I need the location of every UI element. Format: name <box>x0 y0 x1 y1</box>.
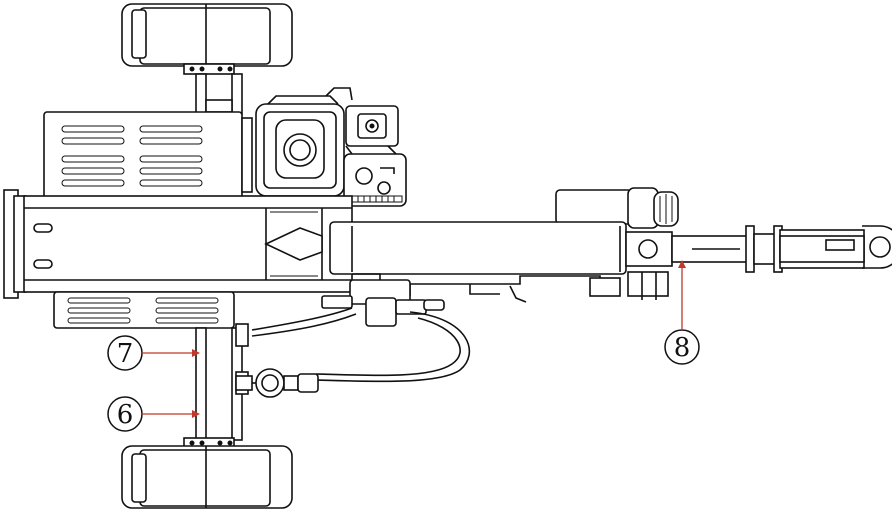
upper-wheel <box>121 3 293 75</box>
callout-8-arrowhead <box>678 260 686 268</box>
lower-linkage <box>352 271 669 303</box>
upper-axle <box>195 73 243 115</box>
callout-6-arrowhead <box>192 410 200 418</box>
callout-8: 8 <box>664 260 700 365</box>
boom-arm <box>329 187 892 275</box>
callout-6-label: 6 <box>117 400 134 430</box>
callout-7-arrowhead <box>192 349 200 357</box>
callout-6: 6 <box>107 396 200 432</box>
engine <box>255 87 407 207</box>
callout-7-label: 7 <box>117 339 134 369</box>
hydraulic-system <box>235 279 471 398</box>
lower-cover <box>53 291 235 329</box>
engine-cover <box>43 111 253 199</box>
callout-8-label: 8 <box>674 333 691 363</box>
main-frame <box>3 189 353 299</box>
callout-7: 7 <box>107 335 200 371</box>
lower-wheel <box>121 437 293 509</box>
